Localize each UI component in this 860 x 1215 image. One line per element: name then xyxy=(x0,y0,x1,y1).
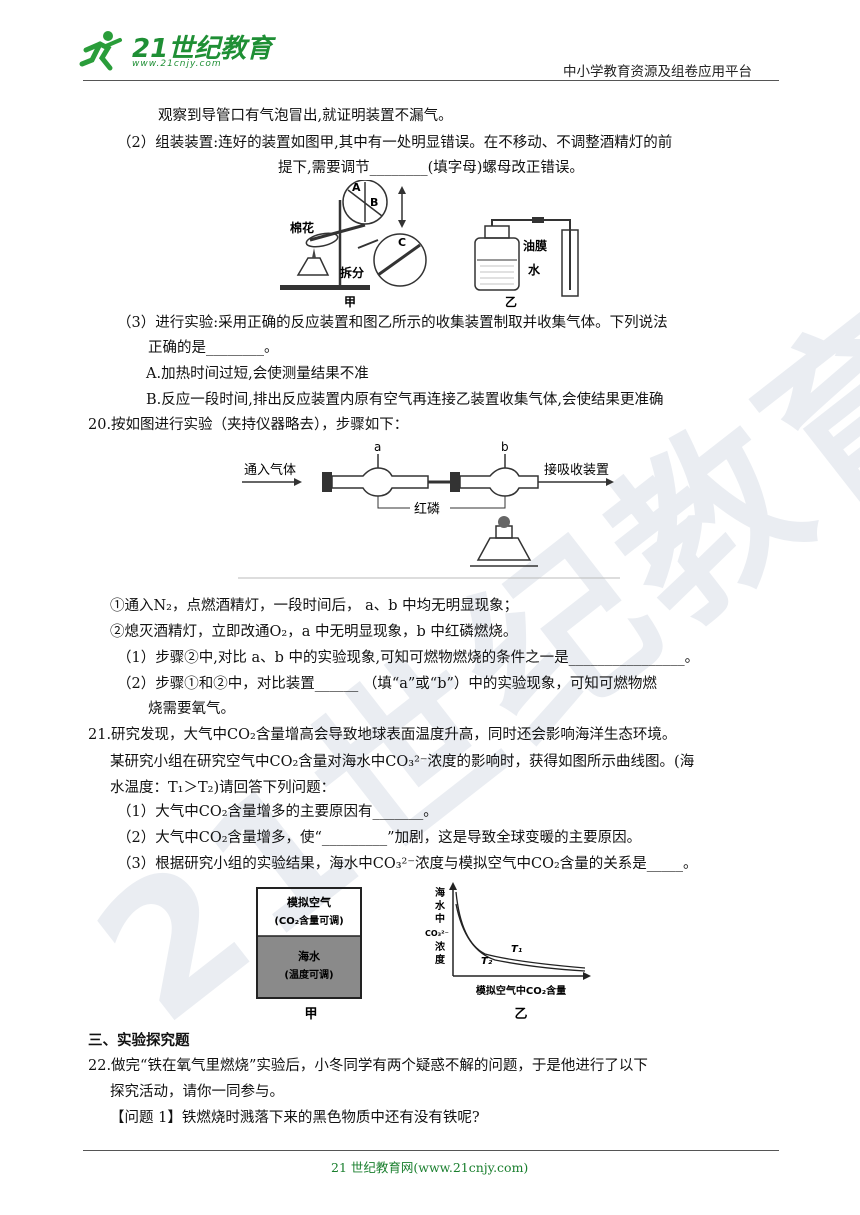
label-c: C xyxy=(398,236,406,249)
curve-t1 xyxy=(455,903,586,972)
site-logo[interactable]: 21世纪教育 www.21cnjy.com xyxy=(78,28,278,74)
ylabel-2: 中 xyxy=(435,912,445,925)
text-line: 观察到导管口有气泡冒出,就证明装置不漏气。 xyxy=(158,108,453,124)
label-a: a xyxy=(374,440,381,454)
footer-divider xyxy=(83,1150,779,1151)
label-red-phosphorus: 红磷 xyxy=(414,501,440,517)
xlabel: 模拟空气中CO₂含量 xyxy=(476,984,566,997)
figure-apparatus-jia-yi: 棉花 拆分 A B C 甲 油膜 水 乙 xyxy=(270,179,600,315)
label-gas-in: 通入气体 xyxy=(244,462,296,478)
text-line: 22.做完“铁在氧气里燃烧”实验后，小冬同学有两个疑惑不解的问题，于是他进行了以… xyxy=(88,1058,648,1074)
runner-logo-icon xyxy=(79,31,122,71)
caption-yi: 乙 xyxy=(514,1007,527,1022)
footer-link[interactable]: 21 世纪教育网(www.21cnjy.com) xyxy=(331,1160,529,1175)
figure-co2-seawater: 模拟空气 (CO₂含量可调) 海水 (温度可调) 甲 T₁ T₂ 海 水 中 C… xyxy=(255,882,595,1022)
box-air-label: 模拟空气 xyxy=(287,895,331,909)
text-line: ②熄灭酒精灯，立即改通O₂，a 中无明显现象，b 中红磷燃烧。 xyxy=(110,624,518,640)
text-line: 烧需要氧气。 xyxy=(148,701,235,717)
label-split: 拆分 xyxy=(340,265,364,280)
text-line: （3）进行实验:采用正确的反应装置和图乙所示的收集装置制取并收集气体。下列说法 xyxy=(117,315,668,331)
header-divider xyxy=(83,80,779,81)
label-water: 水 xyxy=(528,262,541,277)
caption-jia: 甲 xyxy=(344,295,356,309)
text-line: （2）组装装置:连好的装置如图甲,其中有一处明显错误。在不移动、不调整酒精灯的前 xyxy=(117,135,673,151)
label-oil: 油膜 xyxy=(523,238,547,253)
box-sea-sub: (温度可调) xyxy=(284,968,333,981)
label-cotton: 棉花 xyxy=(290,220,314,235)
caption-jia: 甲 xyxy=(304,1007,317,1022)
box-air-sub: (CO₂含量可调) xyxy=(274,914,343,927)
label-a: A xyxy=(352,181,361,194)
label-b: b xyxy=(501,440,509,454)
label-b: B xyxy=(370,196,378,209)
text-line: 提下,需要调节________(填字母)螺母改正错误。 xyxy=(278,160,584,176)
text-line: 20.按如图进行实验（夹持仪器略去），步骤如下： xyxy=(88,417,409,433)
text-line: 探究活动，请你一同参与。 xyxy=(110,1084,284,1100)
logo-url-text: www.21cnjy.com xyxy=(132,59,222,69)
label-t2: T₂ xyxy=(481,956,493,967)
text-line: 水温度：T₁＞T₂)请回答下列问题： xyxy=(110,780,336,796)
text-line: 正确的是________。 xyxy=(148,340,279,356)
ylabel-3: CO₃²⁻ xyxy=(425,929,449,938)
text-line: ①通入N₂，点燃酒精灯，一段时间后， a、b 中均无明显现象； xyxy=(110,598,519,614)
figure-red-phosphorus-apparatus: 通入气体 接吸收装置 a b 红磷 xyxy=(238,440,620,580)
text-line: 【问题 1】铁燃烧时溅落下来的黑色物质中还有没有铁呢? xyxy=(110,1110,480,1126)
text-line: B.反应一段时间,排出反应装置内原有空气再连接乙装置收集气体,会使结果更准确 xyxy=(146,392,664,408)
ylabel-4: 浓 xyxy=(435,940,446,953)
text-line: （3）根据研究小组的实验结果，海水中CO₃²⁻浓度与模拟空气中CO₂含量的关系是… xyxy=(117,856,698,872)
text-line: （2）步骤①和②中，对比装置______ （填“a”或“b”）中的实验现象，可知… xyxy=(117,676,657,692)
text-line: （1）步骤②中,对比 a、b 中的实验现象,可知可燃物燃烧的条件之一是_____… xyxy=(117,650,700,666)
section-heading: 三、实验探究题 xyxy=(88,1033,190,1049)
text-line: 21.研究发现，大气中CO₂含量增高会导致地球表面温度升高，同时还会影响海洋生态… xyxy=(88,727,677,743)
ylabel-5: 度 xyxy=(435,953,446,966)
ylabel-0: 海 xyxy=(435,886,445,899)
text-line: （2）大气中CO₂含量增多，使“_________”加剧，这是导致全球变暖的主要… xyxy=(117,830,642,846)
platform-title: 中小学教育资源及组卷应用平台 xyxy=(563,64,752,80)
box-sea-label: 海水 xyxy=(298,949,321,963)
logo-main-text: 21世纪教育 xyxy=(132,34,273,64)
curve-t2 xyxy=(455,891,586,969)
ylabel-1: 水 xyxy=(434,899,446,912)
caption-yi: 乙 xyxy=(505,295,517,309)
text-line: A.加热时间过短,会使测量结果不准 xyxy=(146,366,369,382)
label-t1: T₁ xyxy=(511,944,522,955)
text-line: 某研究小组在研究空气中CO₂含量对海水中CO₃²⁻浓度的影响时，获得如图所示曲线… xyxy=(110,754,695,770)
label-absorber: 接吸收装置 xyxy=(544,462,609,478)
text-line: （1）大气中CO₂含量增多的主要原因有_______。 xyxy=(117,804,438,820)
